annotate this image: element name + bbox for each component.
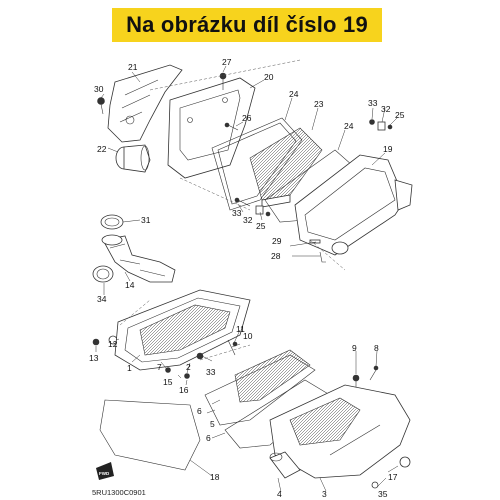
part-1-lower-case — [114, 289, 251, 371]
part-35 — [371, 481, 379, 489]
parts-7-2-15-16 — [165, 352, 204, 379]
part-3-lower-box — [269, 384, 411, 479]
part-label: 25 — [256, 221, 266, 231]
fwd-label: FWD — [99, 471, 110, 476]
part-label: 33 — [368, 98, 378, 108]
part-label: 28 — [271, 251, 281, 261]
parts-11-10 — [227, 339, 238, 356]
part-30-screw — [97, 97, 105, 115]
part-label: 20 — [264, 72, 274, 82]
part-label: 10 — [243, 331, 253, 341]
part-20-cover — [167, 77, 256, 179]
part-label: 1 — [127, 363, 132, 373]
part-label: 19 — [383, 144, 393, 154]
part-label: 3 — [322, 489, 327, 499]
part-label: 7 — [157, 362, 162, 372]
parts-33-32-25-middle — [234, 197, 271, 217]
part-21-bracket — [107, 64, 183, 143]
parts-29-28 — [309, 239, 326, 263]
part-label: 4 — [277, 489, 282, 499]
part-label: 5 — [210, 419, 215, 429]
parts-33-32-25-upper — [369, 119, 393, 131]
part-label: 32 — [243, 215, 253, 225]
banner-text: Na obrázku díl číslo 19 — [126, 12, 368, 37]
part-label: 11 — [236, 324, 245, 334]
part-label: 31 — [141, 215, 151, 225]
part-label: 22 — [97, 144, 107, 154]
part-label: 8 — [374, 343, 379, 353]
part-number-labels: 21 27 20 30 24 23 33 32 25 26 22 24 19 3… — [89, 57, 405, 499]
diagram-code: 5RU1300C0901 — [92, 488, 146, 497]
part-label: 24 — [289, 89, 299, 99]
part-17-plug — [399, 456, 411, 468]
part-label: 34 — [97, 294, 107, 304]
parts-9-8 — [352, 365, 379, 390]
part-5-filter-lower — [204, 349, 316, 426]
part-26-screw — [224, 122, 239, 131]
part-label: 13 — [89, 353, 99, 363]
alignment-lines — [119, 59, 346, 361]
part-label: 29 — [272, 236, 282, 246]
title-banner: Na obrázku díl číslo 19 — [112, 8, 382, 42]
part-31-clamp — [100, 214, 124, 230]
part-label: 33 — [232, 208, 242, 218]
part-18-sheet — [99, 399, 201, 471]
part-label: 6 — [206, 433, 211, 443]
part-label: 33 — [206, 367, 216, 377]
part-34-clamp — [92, 265, 114, 283]
part-label: 25 — [395, 110, 405, 120]
part-label: 26 — [242, 113, 252, 123]
part-label: 35 — [378, 489, 388, 499]
part-19-air-filter-case — [294, 154, 413, 256]
part-label: 24 — [344, 121, 354, 131]
part-label: 17 — [388, 472, 398, 482]
part-label: 30 — [94, 84, 104, 94]
part-22-boot — [115, 144, 151, 173]
leader-lines — [95, 65, 399, 493]
part-label: 16 — [179, 385, 189, 395]
part-23-air-filter — [249, 127, 323, 208]
part-4-hose — [269, 451, 301, 479]
part-label: 32 — [381, 104, 391, 114]
fwd-arrow-icon: FWD — [96, 462, 114, 480]
part-label: 12 — [108, 339, 118, 349]
parts-12-13 — [92, 335, 118, 346]
part-label: 6 — [197, 406, 202, 416]
part-label: 9 — [352, 343, 357, 353]
part-label: 21 — [128, 62, 138, 72]
part-label: 2 — [186, 362, 191, 372]
part-label: 14 — [125, 280, 135, 290]
part-label: 15 — [163, 377, 173, 387]
part-label: 27 — [222, 57, 232, 67]
part-14-intake-duct — [101, 234, 176, 283]
part-label: 23 — [314, 99, 324, 109]
part-label: 18 — [210, 472, 220, 482]
